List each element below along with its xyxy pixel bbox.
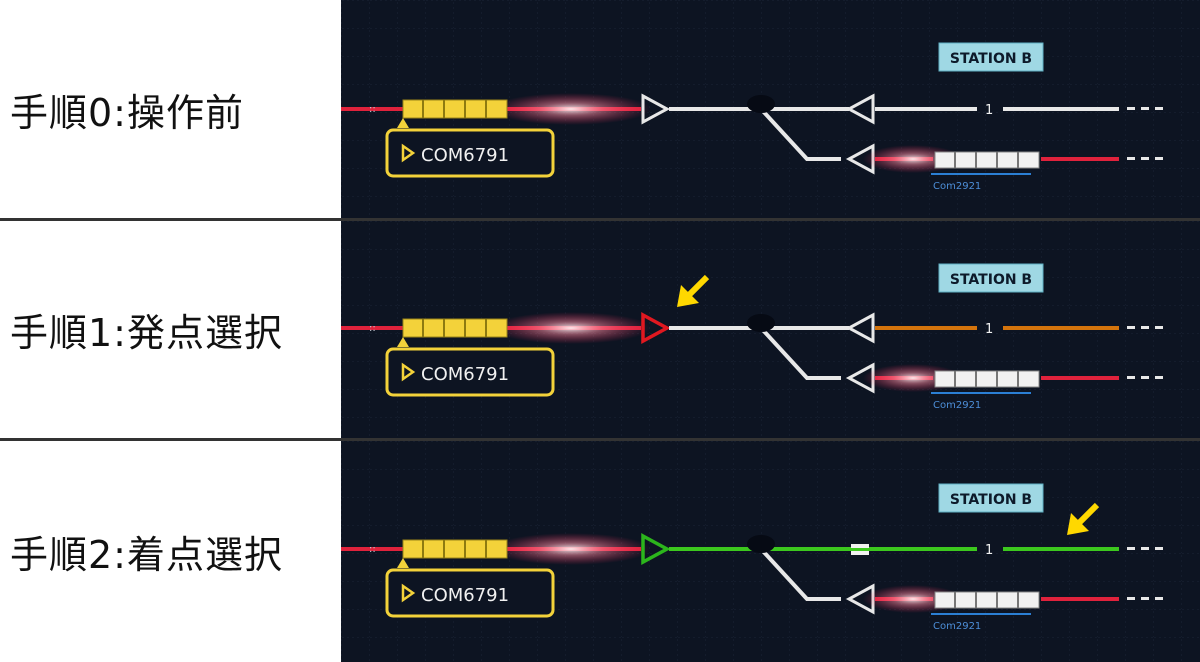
svg-text:COM6791: COM6791 [421, 585, 509, 606]
train-label-com6791[interactable]: COM6791 [385, 337, 555, 397]
train-com6791[interactable] [402, 318, 508, 338]
svg-text:Com2921: Com2921 [933, 400, 981, 411]
svg-text:STATION B: STATION B [950, 272, 1032, 288]
step-2-label: 手順2:着点選択 [0, 441, 340, 662]
arrow-indicator-icon [1067, 502, 1100, 535]
svg-text:STATION B: STATION B [950, 492, 1032, 508]
svg-text:::: :: [369, 544, 376, 555]
svg-text:1: 1 [985, 543, 993, 558]
step-2-row: 手順2:着点選択 :: [0, 441, 1200, 662]
train-com6791[interactable] [402, 99, 508, 119]
svg-text:1: 1 [985, 322, 993, 337]
step-0-panel: :: COM6791 [341, 0, 1200, 218]
other-train-label: Com2921 [933, 181, 981, 192]
station-badge: STATION B [938, 483, 1044, 513]
step-1-row: 手順1:発点選択 :: [0, 221, 1200, 438]
station-badge: STATION B [938, 42, 1044, 72]
svg-text:::: :: [369, 323, 376, 334]
train-com2921[interactable] [934, 591, 1040, 609]
step-1-panel: :: COM6791 [341, 221, 1200, 438]
candidate-track-segment [875, 326, 977, 330]
svg-text:Com2921: Com2921 [933, 621, 981, 632]
train-com2921[interactable] [934, 151, 1040, 169]
route-marker [851, 544, 869, 548]
origin-signal-icon[interactable] [641, 312, 671, 344]
train-name: COM6791 [421, 145, 509, 166]
step-0-row: 手順0:操作前 :: [0, 0, 1200, 218]
track-number: 1 [985, 103, 993, 118]
train-label-com6791[interactable]: COM6791 [385, 118, 555, 178]
svg-text:::: :: [369, 104, 376, 115]
train-com6791[interactable] [402, 539, 508, 559]
station-badge: STATION B [938, 263, 1044, 293]
platform-1-signal-icon[interactable] [845, 312, 875, 344]
train-com2921[interactable] [934, 370, 1040, 388]
train-glow [491, 93, 651, 125]
divider [0, 438, 1200, 441]
step-2-panel: :: COM6791 1 [341, 441, 1200, 662]
track-continuation-dashes [1127, 107, 1163, 110]
svg-text:STATION B: STATION B [950, 51, 1032, 67]
svg-text:COM6791: COM6791 [421, 364, 509, 385]
route-track-segment [669, 547, 977, 551]
step-0-label: 手順0:操作前 [0, 0, 340, 218]
divider [0, 218, 1200, 221]
arrow-indicator-icon [677, 274, 710, 307]
step-1-label: 手順1:発点選択 [0, 221, 340, 438]
platform-1-signal-icon[interactable] [845, 93, 875, 125]
train-label-com6791[interactable]: COM6791 [385, 558, 555, 618]
origin-signal-icon[interactable] [641, 533, 671, 565]
origin-signal-icon[interactable] [641, 93, 671, 125]
